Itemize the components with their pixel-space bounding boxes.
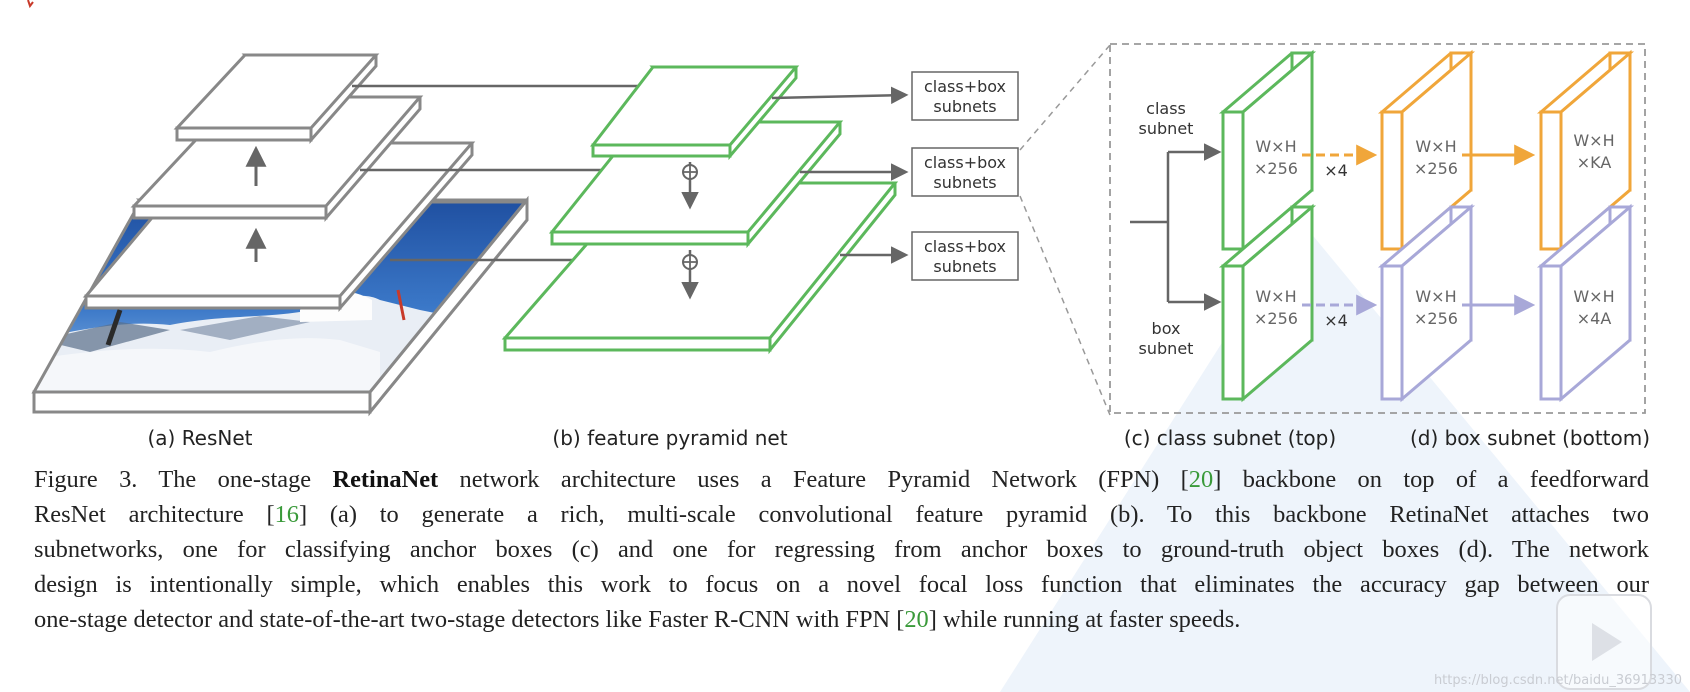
red-annotation-mark <box>27 0 34 9</box>
subnet-input-branch <box>1130 143 1222 311</box>
resnet-panel <box>31 53 529 417</box>
class-block-2-line1: W×H <box>1415 137 1456 156</box>
caption-text: ] while running at faster speeds. <box>928 606 1241 633</box>
fpn-output-arrows <box>771 86 909 264</box>
class-block-1: W×H ×256 <box>1218 49 1317 253</box>
class-block-3: W×H ×KA <box>1536 49 1635 253</box>
panel-label-d: (d) box subnet (bottom) <box>1410 426 1650 450</box>
box-block-2: W×H ×256 <box>1377 203 1476 403</box>
caption-line-2: ResNet architecture [16] (a) to generate… <box>34 497 1649 532</box>
subnet-box-1: class+box subnets <box>911 71 1019 121</box>
caption-line-4: design is intentionally simple, which en… <box>34 571 1649 598</box>
box-block-1: W×H ×256 <box>1218 203 1317 403</box>
caption-line-1: Figure 3. The one-stage RetinaNet networ… <box>34 462 1649 497</box>
citation-link[interactable]: 20 <box>904 606 929 633</box>
box-block-1-line2: ×256 <box>1254 309 1298 328</box>
caption-text: ] backbone on top of a feedforward <box>1213 466 1649 493</box>
watermark-url: https://blog.csdn.net/baidu_36913330 <box>1433 673 1682 688</box>
subnet-box-1-line2: subnets <box>933 97 996 116</box>
class-block-1-line1: W×H <box>1255 137 1296 156</box>
box-block-2-line1: W×H <box>1415 287 1456 306</box>
panel-label-a: (a) ResNet <box>147 426 252 450</box>
class-block-2-line2: ×256 <box>1414 159 1458 178</box>
box-block-1-line1: W×H <box>1255 287 1296 306</box>
class-subnet-label-2: subnet <box>1139 119 1194 138</box>
subnet-box-2-line2: subnets <box>933 173 996 192</box>
caption-line-3: subnetworks, one for classifying anchor … <box>34 536 1649 563</box>
fpn-panel <box>501 65 899 355</box>
figure-caption: Figure 3. The one-stage RetinaNet networ… <box>34 462 1649 637</box>
caption-text: Figure 3. The one-stage <box>34 466 333 493</box>
class-block-3-line1: W×H <box>1573 131 1614 150</box>
box-repeat-label: ×4 <box>1324 311 1348 330</box>
box-block-3-line1: W×H <box>1573 287 1614 306</box>
fpn-level-small <box>589 65 800 161</box>
retinanet-architecture-diagram: class+box subnets class+box subnets clas… <box>31 43 1650 450</box>
subnet-box-3-line1: class+box <box>924 237 1006 256</box>
citation-link[interactable]: 20 <box>1188 466 1214 493</box>
class-subnet-label-1: class <box>1146 99 1186 118</box>
subnet-detail-frame <box>1109 43 1646 414</box>
zoom-guide-lines <box>1019 44 1111 416</box>
subnet-detail-panel: class subnet box subnet W×H ×256 ×4 W×H … <box>1109 43 1646 414</box>
box-subnet-label-1: box <box>1152 319 1181 338</box>
caption-text: ] (a) to generate a rich, multi-scale co… <box>299 501 1649 528</box>
box-block-3: W×H ×4A <box>1536 203 1635 403</box>
play-icon <box>1592 623 1622 661</box>
box-subnet-label-2: subnet <box>1139 339 1194 358</box>
caption-text: ResNet architecture [ <box>34 501 275 528</box>
panel-label-c: (c) class subnet (top) <box>1124 426 1336 450</box>
citation-link[interactable]: 16 <box>274 501 299 528</box>
subnet-box-3-line2: subnets <box>933 257 996 276</box>
subnet-box-2-line1: class+box <box>924 153 1006 172</box>
box-block-2-line2: ×256 <box>1414 309 1458 328</box>
class-block-2: W×H ×256 <box>1377 49 1476 253</box>
panel-label-b: (b) feature pyramid net <box>552 426 787 450</box>
video-play-button[interactable] <box>1556 594 1652 690</box>
caption-bold-retinanet: RetinaNet <box>332 466 439 493</box>
caption-line-5: one-stage detector and state-of-the-art … <box>34 602 1649 637</box>
caption-text: one-stage detector and state-of-the-art … <box>34 606 905 633</box>
subnet-box-1-line1: class+box <box>924 77 1006 96</box>
class-block-3-line2: ×KA <box>1577 153 1612 172</box>
class-block-1-line2: ×256 <box>1254 159 1298 178</box>
box-block-3-line2: ×4A <box>1577 309 1612 328</box>
subnet-box-2: class+box subnets <box>911 147 1019 197</box>
class-repeat-label: ×4 <box>1324 161 1348 180</box>
subnet-box-3: class+box subnets <box>911 231 1019 281</box>
caption-text: network architecture uses a Feature Pyra… <box>438 466 1189 493</box>
resnet-layer-small <box>173 53 380 144</box>
